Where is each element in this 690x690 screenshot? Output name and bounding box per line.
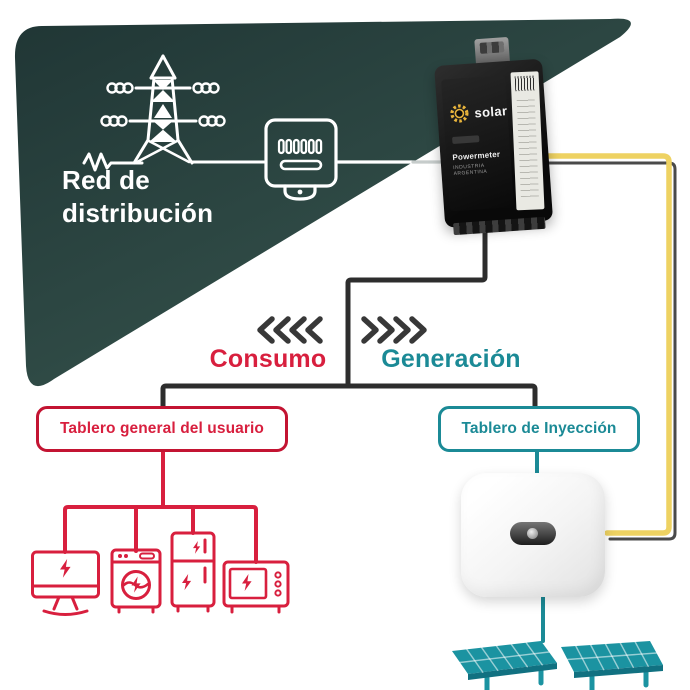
user-panel-label: Tablero general del usuario xyxy=(60,420,264,437)
injection-panel-box: Tablero de Inyección xyxy=(438,406,640,452)
powermeter-front-face: solar Powermeter INDUSTRIA ARGENTINA xyxy=(441,75,515,212)
wire-yellow-inverter xyxy=(542,153,677,541)
barcode xyxy=(514,75,536,92)
generation-arrows-icon xyxy=(361,316,427,344)
consumption-label: Consumo xyxy=(209,345,327,373)
tv-icon xyxy=(31,550,100,616)
refrigerator-icon xyxy=(170,531,216,613)
electricity-meter-icon xyxy=(264,118,449,201)
user-panel-box: Tablero general del usuario xyxy=(36,406,288,452)
wire-teal-generation xyxy=(535,450,545,643)
washing-machine-icon xyxy=(110,548,162,614)
label-fine-print xyxy=(516,96,539,198)
device-side-label xyxy=(510,71,545,211)
device-origin-text: INDUSTRIA ARGENTINA xyxy=(452,162,488,178)
powermeter-device: solar Powermeter INDUSTRIA ARGENTINA xyxy=(430,34,561,236)
grid-section-label: Red de distribución xyxy=(62,165,214,228)
device-brand: solar xyxy=(473,102,508,120)
device-product-name: Powermeter xyxy=(452,149,501,163)
wire-red-consumption xyxy=(63,450,258,564)
inverter-display xyxy=(510,522,556,545)
wire-dark-distribution xyxy=(160,217,538,411)
microwave-icon xyxy=(222,560,290,614)
device-vent xyxy=(452,135,480,145)
transmission-tower-icon xyxy=(82,54,266,172)
solar-inverter xyxy=(461,473,605,597)
consumption-arrows-icon xyxy=(257,316,323,344)
inverter-logo-dot xyxy=(527,528,538,539)
sun-gear-icon xyxy=(450,104,469,123)
generation-label: Generación xyxy=(381,345,521,373)
solar-panels-icon xyxy=(452,641,663,690)
injection-panel-label: Tablero de Inyección xyxy=(461,420,617,437)
